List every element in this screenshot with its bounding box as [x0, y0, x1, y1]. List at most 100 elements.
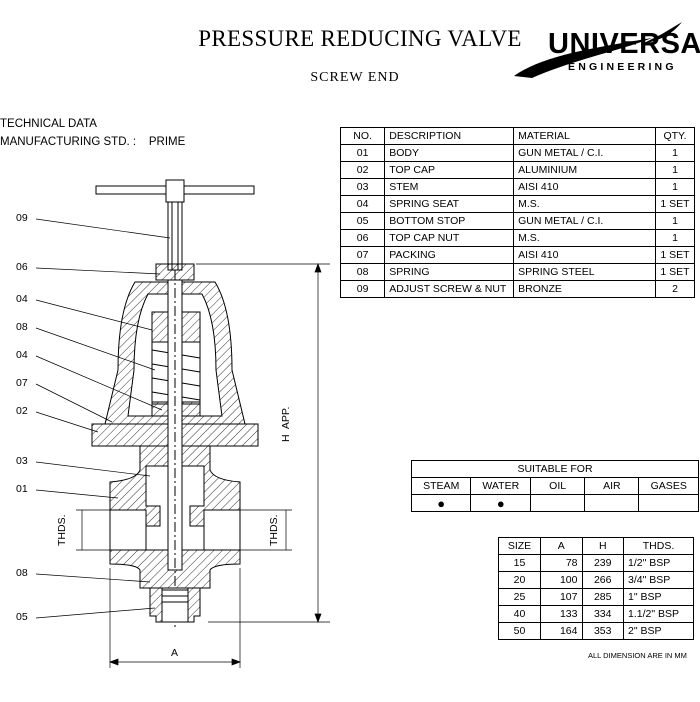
- col-air: AIR: [584, 477, 640, 495]
- water-dot-icon: ●: [470, 494, 532, 512]
- parts-table-header: NO. DESCRIPTION MATERIAL QTY.: [339, 127, 695, 145]
- suitable-header: STEAM WATER OIL AIR GASES: [410, 477, 699, 495]
- cell: 04: [339, 195, 386, 213]
- cell: AISI 410: [513, 246, 657, 264]
- cell: 06: [339, 229, 386, 247]
- cell: 40: [497, 605, 542, 623]
- cell: 1" BSP: [622, 588, 695, 606]
- cell: 266: [581, 571, 624, 589]
- cell: 1: [655, 161, 695, 179]
- col-material: MATERIAL: [513, 127, 657, 145]
- cell: SPRING STEEL: [513, 263, 657, 281]
- cell: 09: [339, 280, 386, 298]
- callout-01: 01: [16, 483, 28, 495]
- page-subtitle: SCREW END: [310, 70, 400, 85]
- dimension-note: ALL DIMENSION ARE IN MM: [588, 651, 687, 660]
- cell: 239: [581, 554, 624, 572]
- cell: 2: [655, 280, 695, 298]
- col-a: A: [540, 537, 583, 555]
- cell: BRONZE: [513, 280, 657, 298]
- cell: 78: [540, 554, 583, 572]
- cell: TOP CAP NUT: [384, 229, 515, 247]
- callout-06: 06: [16, 261, 28, 273]
- cell: GUN METAL / C.I.: [513, 212, 657, 230]
- cell: 334: [581, 605, 624, 623]
- col-thds: THDS.: [622, 537, 695, 555]
- cell: TOP CAP: [384, 161, 515, 179]
- dimension-a-label: A: [171, 647, 179, 659]
- page-title: PRESSURE REDUCING VALVE: [198, 26, 522, 51]
- cell: 164: [540, 622, 583, 640]
- callout-02: 02: [16, 405, 28, 417]
- callout-leaders: [35, 218, 171, 619]
- cell: M.S.: [513, 195, 657, 213]
- technical-data-label: TECHNICAL DATA: [0, 118, 97, 130]
- col-h: H: [581, 537, 624, 555]
- cell: 107: [540, 588, 583, 606]
- cell: 08: [339, 263, 386, 281]
- dimension-thds-left-label: THDS.: [56, 514, 68, 547]
- cell: 353: [581, 622, 624, 640]
- callout-07: 07: [16, 377, 28, 389]
- size-table-header: SIZE A H THDS.: [497, 537, 695, 555]
- logo-subtext: ENGINEERING: [568, 61, 677, 73]
- cell: SPRING: [384, 263, 515, 281]
- cell: 285: [581, 588, 624, 606]
- cell: 1: [655, 178, 695, 196]
- cell: 133: [540, 605, 583, 623]
- oil-mark: [530, 494, 586, 512]
- cell: 01: [339, 144, 386, 162]
- cell: 25: [497, 588, 542, 606]
- cell: 07: [339, 246, 386, 264]
- col-no: NO.: [339, 127, 386, 145]
- cell: 1/2" BSP: [622, 554, 695, 572]
- cell: 1 SET: [655, 246, 695, 264]
- dimension-lines: [76, 263, 330, 668]
- cell: SPRING SEAT: [384, 195, 515, 213]
- air-mark: [584, 494, 640, 512]
- suitable-for-table: SUITABLE FOR STEAM WATER OIL AIR GASES ●…: [410, 460, 699, 512]
- logo-swoosh-icon: [514, 22, 682, 78]
- suitable-title: SUITABLE FOR: [411, 460, 699, 478]
- cell: BODY: [384, 144, 515, 162]
- col-size: SIZE: [497, 537, 542, 555]
- cell: GUN METAL / C.I.: [513, 144, 657, 162]
- cell: M.S.: [513, 229, 657, 247]
- steam-dot-icon: ●: [410, 494, 472, 512]
- cell: 1: [655, 229, 695, 247]
- callout-04: 04: [16, 293, 28, 305]
- callout-08: 08: [16, 321, 28, 333]
- dimension-thds-right-label: THDS.: [268, 514, 280, 547]
- valve-section-drawing: [35, 179, 330, 668]
- cell: 05: [339, 212, 386, 230]
- col-steam: STEAM: [410, 477, 472, 495]
- cell: 50: [497, 622, 542, 640]
- cell: 15: [497, 554, 542, 572]
- cell: 2" BSP: [622, 622, 695, 640]
- manufacturing-std-label: MANUFACTURING STD. : PRIME: [0, 136, 186, 148]
- cell: AISI 410: [513, 178, 657, 196]
- col-gases: GASES: [638, 477, 699, 495]
- cell: ALUMINIUM: [513, 161, 657, 179]
- callout-04b: 04: [16, 349, 28, 361]
- cell: 03: [339, 178, 386, 196]
- cell: BOTTOM STOP: [384, 212, 515, 230]
- callout-03: 03: [16, 455, 28, 467]
- cell: 1: [655, 144, 695, 162]
- cell: PACKING: [384, 246, 515, 264]
- cell: 1.1/2" BSP: [622, 605, 695, 623]
- valve-body-outline: [91, 179, 259, 630]
- col-description: DESCRIPTION: [384, 127, 515, 145]
